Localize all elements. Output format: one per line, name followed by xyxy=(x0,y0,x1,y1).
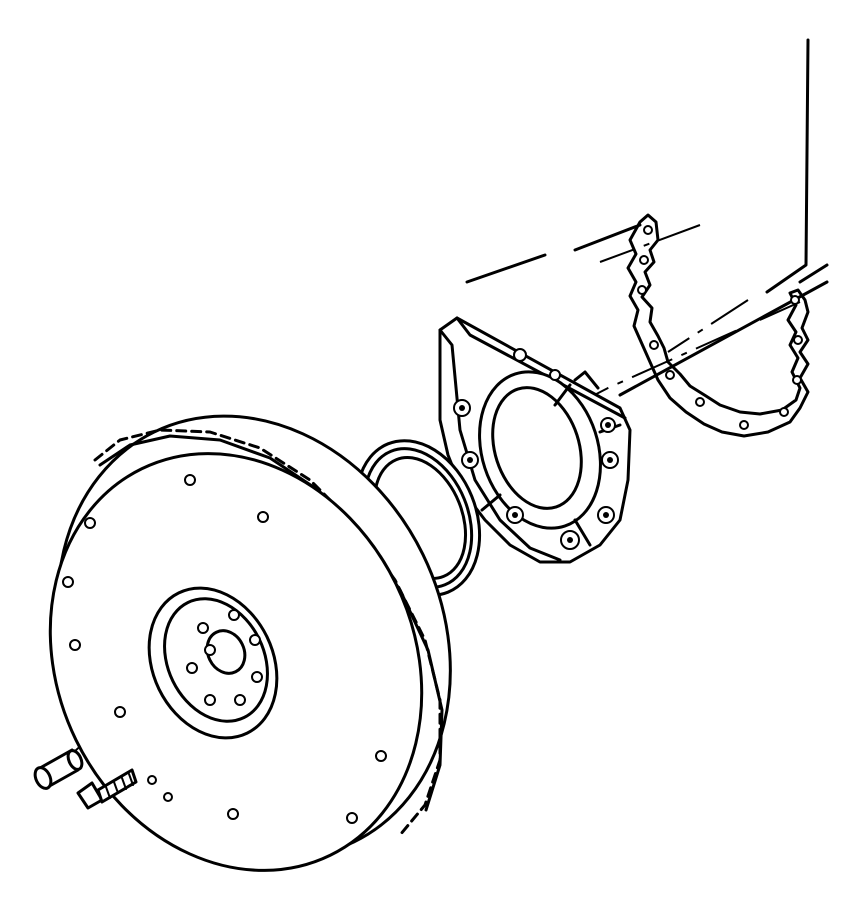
pilot-bushing xyxy=(33,748,84,790)
rear-cover-gasket xyxy=(626,213,810,438)
flywheel xyxy=(48,414,452,872)
flywheel-bolt xyxy=(76,768,138,810)
rear-seal-housing xyxy=(438,316,632,564)
